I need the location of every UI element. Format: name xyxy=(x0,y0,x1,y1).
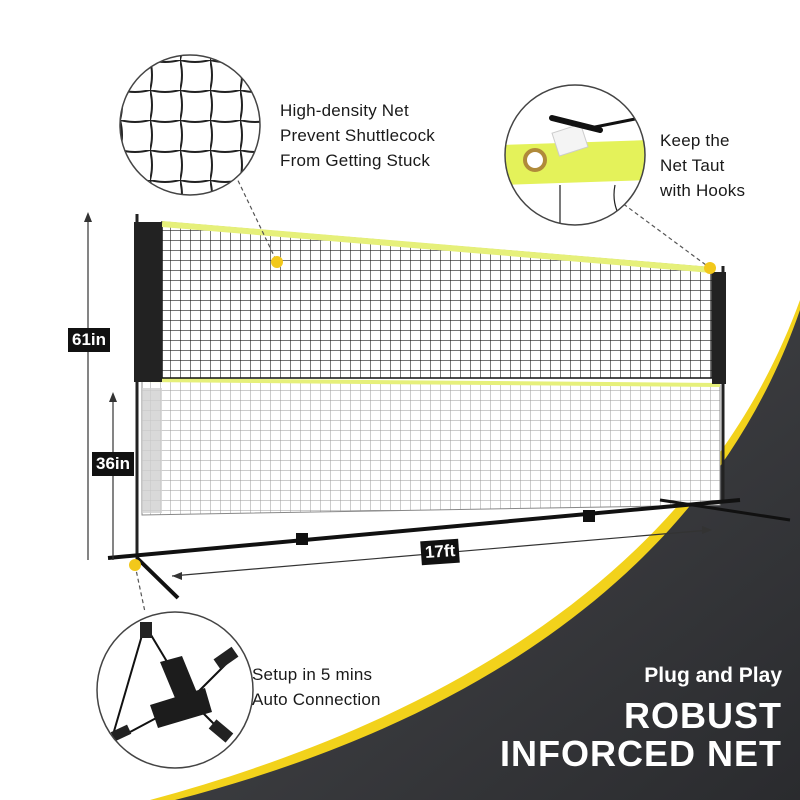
banner-title-line2: INFORCED NET xyxy=(500,733,782,774)
callout-line: High-density Net xyxy=(280,101,409,120)
width-17ft-badge: 17ft xyxy=(420,538,461,566)
banner-subtitle: Plug and Play xyxy=(644,664,782,687)
net-mesh-closeup-icon xyxy=(119,54,261,196)
dark-panel xyxy=(175,310,800,800)
callout-line: Setup in 5 mins xyxy=(252,665,373,684)
callout-line: Auto Connection xyxy=(252,690,381,709)
net-density-callout: High-density Net Prevent Shuttlecock Fro… xyxy=(280,98,435,173)
height-61-badge: 61in xyxy=(68,328,111,352)
hooks-callout: Keep the Net Taut with Hooks xyxy=(660,128,745,203)
callout-line: Prevent Shuttlecock xyxy=(280,126,435,145)
callout-line: From Getting Stuck xyxy=(280,151,431,170)
callout-line: Net Taut xyxy=(660,156,725,175)
height-36-badge: 36in xyxy=(92,452,135,476)
banner-title-line1: ROBUST xyxy=(624,695,782,736)
callout-line: with Hooks xyxy=(660,181,746,200)
four-way-connector-icon xyxy=(97,612,253,768)
callout-line: Keep the xyxy=(660,131,730,150)
hook-grommet-closeup-icon xyxy=(505,85,645,225)
setup-callout: Setup in 5 mins Auto Connection xyxy=(252,662,381,712)
